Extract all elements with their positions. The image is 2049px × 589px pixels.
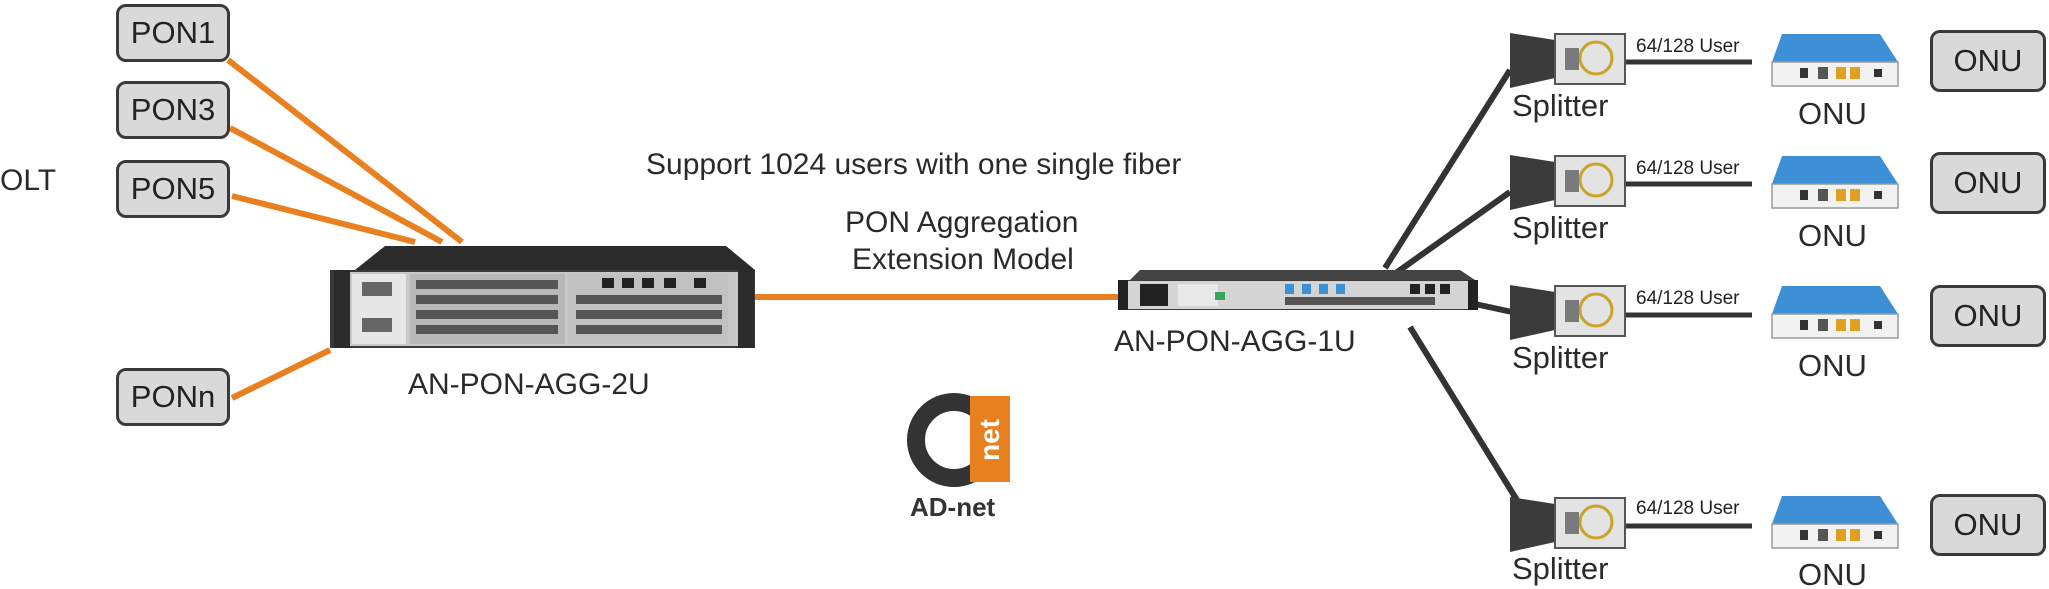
fiber-pon5 xyxy=(231,193,416,245)
onu-2-graphic xyxy=(1771,156,1899,209)
user-label-3: 64/128 User xyxy=(1636,288,1740,309)
headline: Support 1024 users with one single fiber xyxy=(646,148,1182,181)
onu-label-1: ONU xyxy=(1798,96,1867,131)
link-branch-3 xyxy=(1474,301,1513,315)
pon-port-n: PONn xyxy=(116,368,230,426)
onu-graphics xyxy=(1771,34,1899,549)
link-branch-4 xyxy=(1407,325,1523,507)
user-label-2: 64/128 User xyxy=(1636,158,1740,179)
brand-name: AD-net xyxy=(910,492,996,522)
brand-mark-text: net xyxy=(974,419,1005,461)
model-line-1: PON Aggregation xyxy=(845,206,1079,239)
onu-box-2: ONU xyxy=(1930,152,2046,214)
splitter-1-graphic xyxy=(1510,33,1626,88)
pon-port-5: PON5 xyxy=(116,160,230,218)
splitter-label-4: Splitter xyxy=(1512,551,1609,586)
user-label-1: 64/128 User xyxy=(1636,36,1740,57)
device-1u xyxy=(1118,270,1478,310)
fiber-pon3 xyxy=(228,125,444,245)
pon-port-1: PON1 xyxy=(116,4,230,62)
fiber-pon1 xyxy=(226,57,464,245)
pon-fibers xyxy=(226,57,1118,401)
onu-3-graphic xyxy=(1771,286,1899,339)
onu-label-4: ONU xyxy=(1798,557,1867,589)
link-branch-1 xyxy=(1382,68,1513,270)
link-branch-2 xyxy=(1391,189,1512,278)
brand-logo-icon: net xyxy=(907,393,1010,487)
onu-1-graphic xyxy=(1771,34,1899,87)
splitter-2-graphic xyxy=(1510,155,1626,210)
splitter-label-3: Splitter xyxy=(1512,340,1609,375)
onu-4-graphic xyxy=(1771,496,1899,549)
pon-port-3: PON3 xyxy=(116,81,230,139)
splitter-graphics xyxy=(1510,33,1626,552)
device-2u xyxy=(330,246,755,348)
splitter-4-graphic xyxy=(1510,497,1626,552)
fiber-ponn xyxy=(230,347,332,401)
user-label-4: 64/128 User xyxy=(1636,498,1740,519)
onu-box-4: ONU xyxy=(1930,494,2046,556)
splitter-label-1: Splitter xyxy=(1512,88,1609,123)
onu-box-1: ONU xyxy=(1930,30,2046,92)
user-links xyxy=(1624,59,1752,529)
model-line-2: Extension Model xyxy=(852,243,1074,276)
branch-links xyxy=(1382,68,1523,507)
splitter-label-2: Splitter xyxy=(1512,210,1609,245)
splitter-3-graphic xyxy=(1510,285,1626,340)
olt-label: OLT xyxy=(0,164,57,197)
onu-box-3: ONU xyxy=(1930,285,2046,347)
onu-label-3: ONU xyxy=(1798,348,1867,383)
device-2u-label: AN-PON-AGG-2U xyxy=(408,368,650,401)
onu-label-2: ONU xyxy=(1798,218,1867,253)
device-1u-label: AN-PON-AGG-1U xyxy=(1114,325,1356,358)
